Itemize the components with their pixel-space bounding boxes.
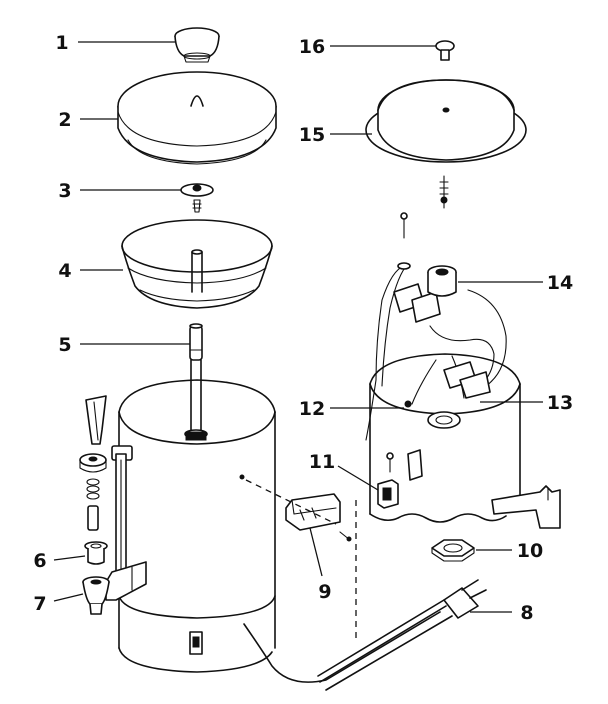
part-2-lid bbox=[117, 71, 277, 165]
urn-body bbox=[118, 379, 276, 673]
callout-12: 12 bbox=[299, 398, 325, 420]
part-10-hex-nut bbox=[431, 539, 475, 562]
leader-lines bbox=[53, 41, 543, 613]
callout-13: 13 bbox=[547, 392, 573, 414]
wiring-harness bbox=[365, 212, 507, 441]
callout-numbers: 1 2 3 4 5 6 7 8 9 10 11 12 13 14 15 16 bbox=[33, 32, 573, 624]
callout-11: 11 bbox=[309, 451, 335, 473]
callout-7: 7 bbox=[33, 593, 46, 615]
callout-9: 9 bbox=[318, 581, 331, 603]
callout-3: 3 bbox=[58, 180, 71, 202]
callout-5: 5 bbox=[58, 334, 71, 356]
part-7-faucet-spout bbox=[82, 576, 110, 615]
part-1-lid-knob bbox=[174, 27, 220, 63]
callout-8: 8 bbox=[520, 602, 533, 624]
base-screw bbox=[439, 175, 449, 209]
part-4-basket bbox=[121, 219, 273, 309]
part-16-foot bbox=[435, 40, 455, 61]
callout-16: 16 bbox=[299, 36, 325, 58]
part-3-spreader-washer bbox=[180, 183, 214, 213]
assembly-lines bbox=[245, 479, 357, 640]
part-11-switch bbox=[377, 449, 423, 509]
part-6-faucet-seal bbox=[84, 541, 108, 565]
heater-base-assembly bbox=[369, 353, 561, 529]
callout-14: 14 bbox=[547, 272, 573, 294]
part-5-pump-stem bbox=[184, 323, 208, 441]
part-12-mount-screw bbox=[404, 400, 412, 408]
callout-4: 4 bbox=[58, 260, 71, 282]
callout-2: 2 bbox=[58, 109, 71, 131]
part-8-power-cord bbox=[243, 579, 487, 691]
part-15-base-cover bbox=[365, 79, 527, 163]
part-14-thermostat bbox=[427, 265, 457, 297]
callout-6: 6 bbox=[33, 550, 46, 572]
gauge-tube-assembly bbox=[105, 445, 147, 601]
faucet-handle-parts bbox=[79, 395, 107, 531]
callout-10: 10 bbox=[517, 540, 543, 562]
callout-1: 1 bbox=[55, 32, 68, 54]
part-9-light-cover bbox=[285, 493, 352, 542]
callout-15: 15 bbox=[299, 124, 325, 146]
